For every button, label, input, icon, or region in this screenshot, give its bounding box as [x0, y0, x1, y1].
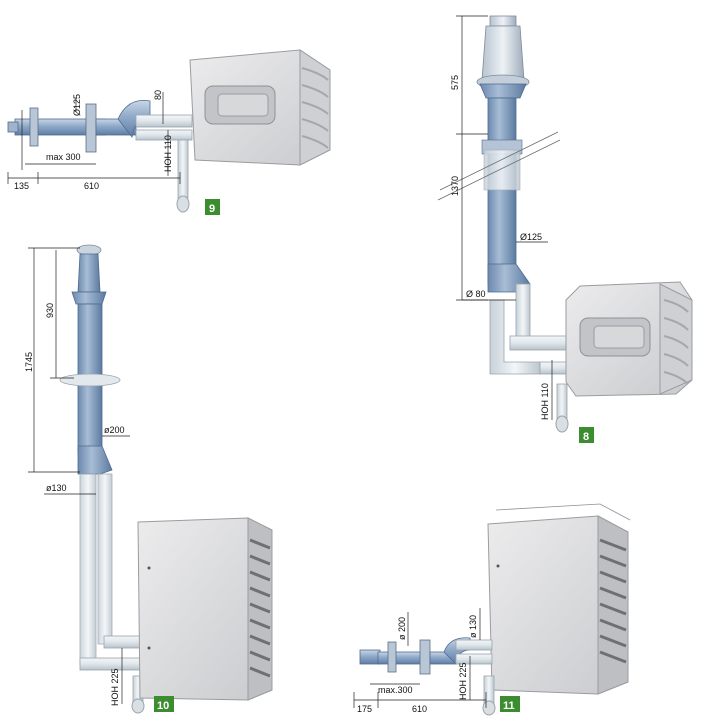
dim-pipe-diameter: Ø125 [72, 94, 82, 116]
figure-number: 10 [157, 700, 169, 712]
dim-total: 1745 [24, 352, 34, 372]
dim-hoh: HOH 225 [458, 662, 468, 700]
dim-left: 175 [357, 704, 372, 714]
figure-number: 8 [583, 431, 589, 443]
figure-badge: 8 [579, 427, 594, 443]
boiler-unit [565, 281, 693, 397]
dimension-lines [353, 608, 487, 708]
horizontal-flue [7, 100, 193, 213]
dim-hoh: HOH 110 [163, 135, 173, 172]
vertical-flue [437, 97, 571, 433]
dim-length: 610 [412, 704, 427, 714]
dim-left: 135 [14, 181, 29, 191]
dim-pipe-diameter: Ø125 [520, 232, 542, 242]
figure-number: 9 [209, 203, 215, 215]
dim-pipe-diameter: ø200 [104, 425, 125, 435]
dimension-lines [28, 247, 130, 704]
figure-badge: 10 [154, 696, 174, 712]
figure-10: 1745 930 ø200 ø130 HOH 225 10 [24, 244, 273, 714]
figure-badge: 11 [500, 696, 520, 712]
dim-hoh: HOH 225 [110, 668, 120, 706]
dim-pipe-diameter: ø 200 [397, 617, 407, 640]
figure-9: 135 610 max 300 Ø125 80 HOH 110 9 [7, 49, 331, 215]
dim-length: 610 [84, 181, 99, 191]
figure-badge: 9 [205, 199, 220, 215]
roof-terminal [71, 244, 107, 305]
dim-small-diameter: ø 130 [468, 615, 478, 638]
dimension-lines [456, 15, 553, 420]
figure-8: 575 1370 Ø125 Ø 80 HOH 110 8 [437, 15, 693, 443]
dim-top: 575 [450, 75, 460, 90]
boiler-unit [137, 517, 273, 701]
figure-11: 175 610 max.300 ø 200 ø 130 HOH 225 11 [353, 503, 631, 716]
dim-small-diameter: Ø 80 [466, 289, 486, 299]
boiler-unit [487, 503, 631, 695]
dim-max: max 300 [46, 152, 81, 162]
boiler-unit [189, 49, 331, 166]
dim-small-diameter: ø130 [46, 483, 67, 493]
figure-number: 11 [503, 700, 515, 712]
vertical-flue [59, 303, 147, 714]
dimension-lines [7, 92, 181, 184]
dim-small-diameter: 80 [153, 90, 163, 100]
roof-terminal [476, 15, 530, 99]
dim-total: 1370 [450, 176, 460, 196]
dim-hoh: HOH 110 [540, 383, 550, 420]
dim-top: 930 [45, 303, 55, 318]
dim-max: max.300 [378, 685, 413, 695]
horizontal-flue [359, 637, 496, 716]
